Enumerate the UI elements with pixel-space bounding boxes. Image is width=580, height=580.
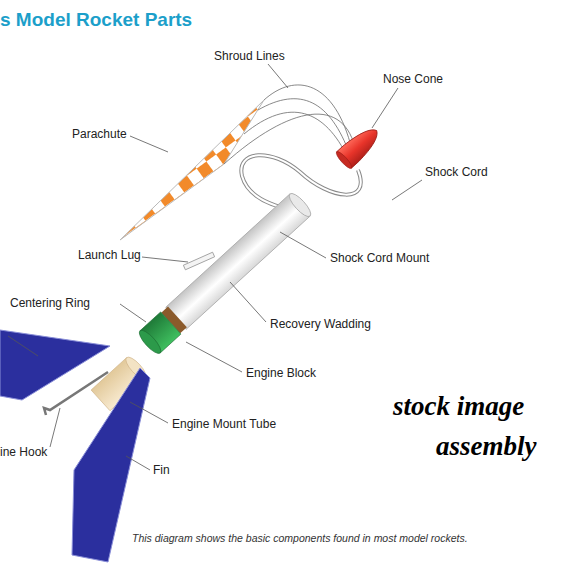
diagram-caption: This diagram shows the basic components … <box>132 531 468 545</box>
diagram-title: s Model Rocket Parts <box>0 9 192 31</box>
part-label: Engine Block <box>246 366 316 380</box>
leader-line <box>50 408 60 447</box>
leader-line <box>392 180 422 200</box>
shroud-line <box>264 85 352 150</box>
part-label: Fin <box>153 463 170 477</box>
shroud-line <box>258 99 350 155</box>
shroud-line <box>224 114 356 164</box>
leader-line <box>142 257 188 262</box>
leader-line <box>280 232 326 258</box>
part-label: Parachute <box>72 127 127 141</box>
launch-lug <box>183 252 214 270</box>
leader-line <box>186 342 242 372</box>
leader-line <box>268 64 288 88</box>
leader-line <box>126 456 150 470</box>
part-label: Centering Ring <box>10 296 90 310</box>
leader-line <box>130 402 168 423</box>
watermark: assembly <box>436 431 537 461</box>
leader-lines <box>8 64 422 470</box>
leader-line <box>372 88 398 128</box>
nose-cone-base <box>334 150 353 170</box>
engine-block-end <box>136 327 164 356</box>
part-label: Shock Cord Mount <box>330 251 429 265</box>
shroud-line <box>244 112 348 158</box>
part-label: Recovery Wadding <box>270 317 371 331</box>
leader-line <box>230 282 266 322</box>
part-label: Engine Mount Tube <box>172 417 276 431</box>
part-label: Shroud Lines <box>214 49 285 63</box>
watermark: stock image <box>393 391 524 421</box>
body-tube <box>136 191 314 357</box>
leader-line <box>8 336 38 356</box>
leader-line <box>120 304 146 322</box>
part-label: Launch Lug <box>78 248 141 262</box>
part-label: Shock Cord <box>425 165 488 179</box>
part-label: Nose Cone <box>383 72 443 86</box>
fin <box>0 330 110 400</box>
body-tube-end <box>286 191 314 220</box>
part-label: ine Hook <box>0 445 47 459</box>
leader-line <box>130 136 168 152</box>
nose-cone <box>334 122 384 170</box>
